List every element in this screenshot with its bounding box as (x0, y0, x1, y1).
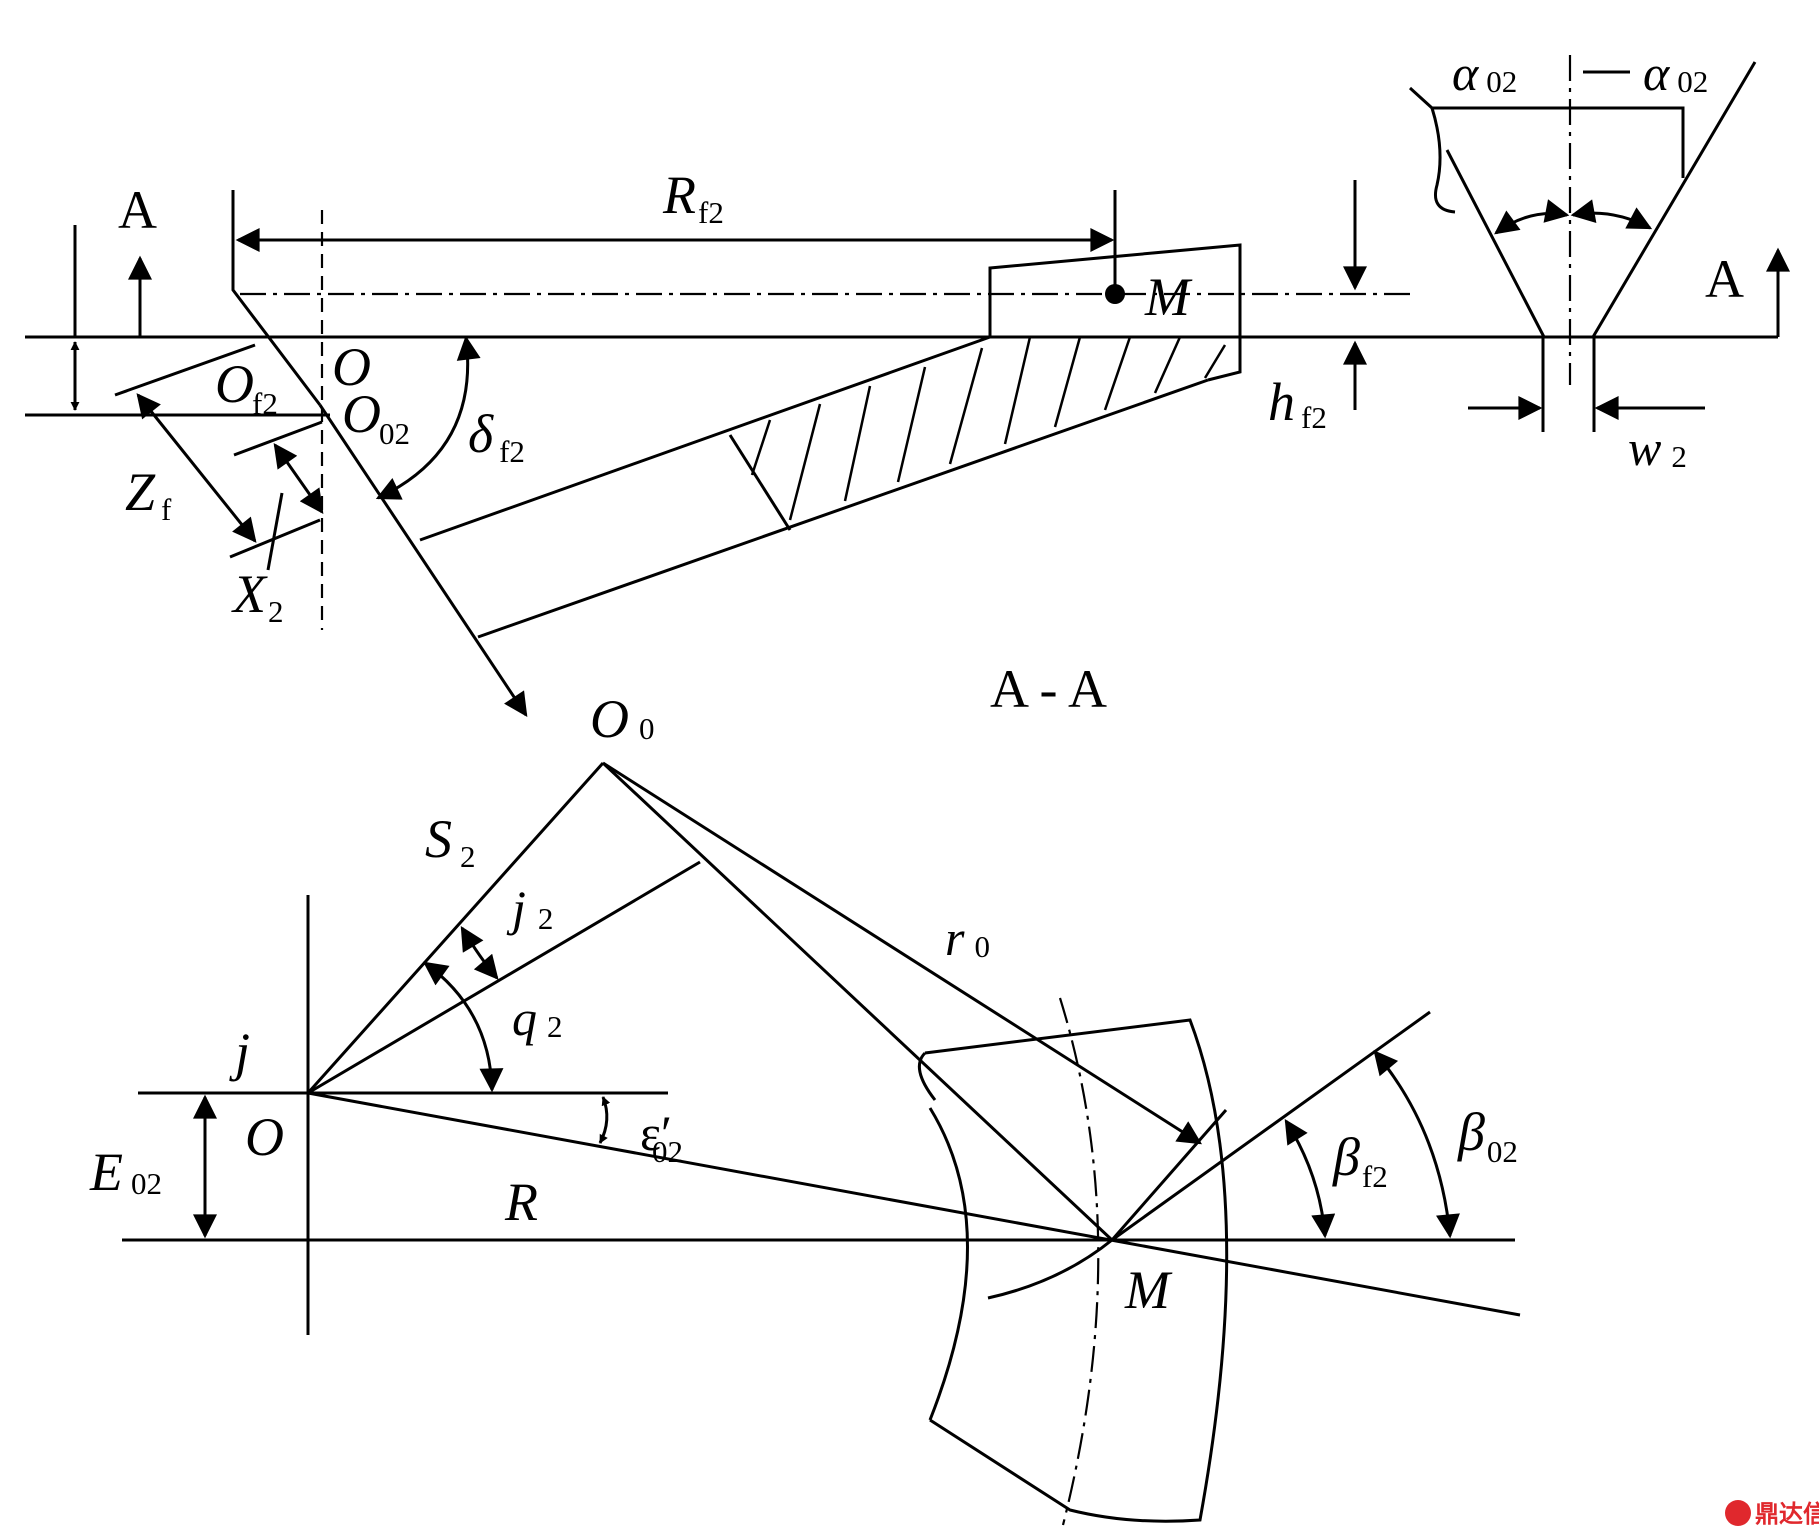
X2-leader (266, 492, 284, 571)
label-O02: O02 (342, 384, 410, 451)
beta-02-arc (1373, 1050, 1460, 1239)
axis-to-O0 (318, 404, 528, 717)
label-epsilon02: ε′02 (640, 1105, 683, 1169)
section-break-line (1430, 107, 1456, 214)
top-view (25, 55, 1790, 717)
label-beta-02: β02 (1457, 1102, 1518, 1169)
bottom-view (122, 761, 1521, 1526)
blade-upper-edge (419, 335, 991, 542)
cutter-left-edge (231, 190, 322, 406)
alpha-arc-left (1494, 199, 1570, 235)
tooth-left-flank (1445, 149, 1546, 338)
r0-line (602, 761, 1203, 1145)
label-O-top: O (332, 337, 371, 397)
beta-f2-arc (1284, 1118, 1336, 1239)
S2-line (306, 762, 605, 1094)
hatching (750, 336, 1227, 521)
O0-to-M (601, 761, 1114, 1242)
tooth-top-curl (917, 1051, 937, 1101)
label-M-bottom: M (1124, 1260, 1173, 1320)
alpha-arc-right (1570, 199, 1653, 230)
epsilon-arc (598, 1096, 611, 1144)
label-X2: X2 (231, 564, 284, 629)
Zf-dimension (136, 393, 257, 543)
label-M-top: M (1144, 267, 1193, 327)
Zf-upper-line (114, 343, 256, 397)
label-A-left: A (118, 180, 157, 240)
label-beta-f2: βf2 (1332, 1127, 1388, 1194)
j2-arc (460, 925, 499, 980)
label-j: j (229, 1022, 250, 1082)
X2-dimension (273, 443, 324, 514)
label-section-A-A: A - A (990, 659, 1107, 719)
delta-f2-arc (375, 335, 481, 500)
radius-line-R (307, 1091, 1521, 1317)
pitch-centerline (1058, 997, 1100, 1526)
blade-block (988, 243, 1242, 382)
watermark: 鼎达信 (1725, 1500, 1819, 1528)
point-M (1105, 284, 1125, 304)
tooth-inner-line (1110, 1109, 1228, 1241)
q2-arc (423, 961, 504, 1093)
section-top-edge (1408, 86, 1685, 178)
hatch-boundary (728, 434, 792, 531)
tooth-concave-flank (928, 1107, 969, 1421)
watermark-text: 鼎达信 (1755, 1500, 1819, 1528)
beta-line (1111, 1010, 1431, 1242)
X2-upper-line (233, 420, 323, 457)
blade-lower-edge (477, 378, 1209, 639)
label-Rf2: Rf2 (662, 165, 724, 230)
tooth-right-flank (1591, 61, 1757, 338)
label-Of2: Of2 (215, 354, 278, 421)
label-O-bottom: O (245, 1107, 284, 1167)
label-A-right: A (1705, 249, 1744, 309)
label-R: R (504, 1172, 538, 1232)
section-A-A (1408, 55, 1790, 432)
tooth-outline (924, 1018, 1229, 1523)
j2-line (307, 860, 701, 1095)
tooth-tip-curve (987, 1238, 1113, 1300)
watermark-logo-icon (1725, 1500, 1751, 1526)
